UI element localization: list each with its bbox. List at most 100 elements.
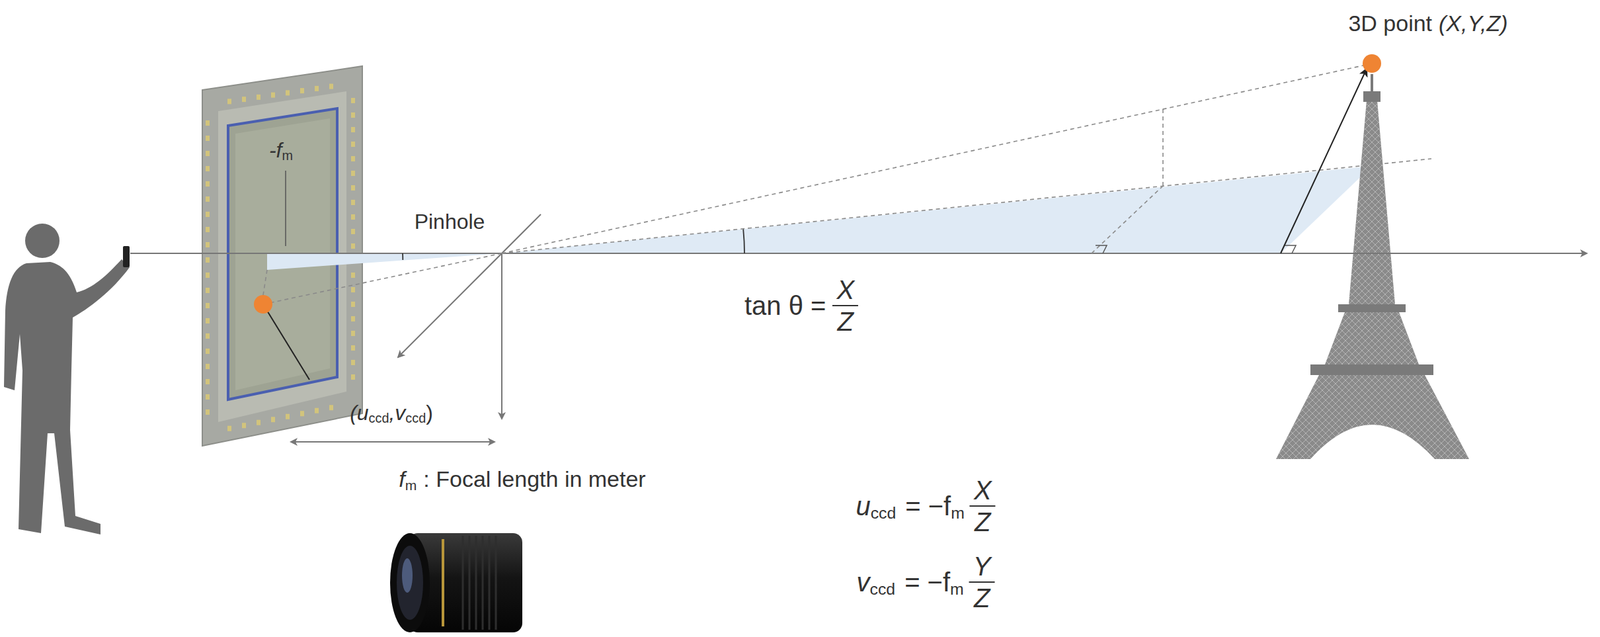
sensor-pin <box>205 302 210 309</box>
label-text: Y <box>969 551 996 583</box>
sensor-pin <box>205 181 210 187</box>
v-equation: vccd= −fmYZ <box>856 551 996 613</box>
label-text: X <box>969 475 996 507</box>
sensor-pin <box>351 374 356 380</box>
sensor-pin <box>329 83 334 90</box>
ray <box>263 269 268 295</box>
plane-edge <box>1091 185 1163 254</box>
sensor-pin <box>205 333 210 339</box>
label-text: ) <box>425 401 434 425</box>
sensor-pin <box>271 92 276 98</box>
right-angle-mark <box>1095 245 1107 254</box>
image-wedge <box>267 253 502 270</box>
label-text: f <box>398 466 405 492</box>
sensor-pin <box>351 185 356 191</box>
plane-edge <box>1162 109 1164 186</box>
sensor-pin <box>329 404 334 410</box>
tower-lattice <box>1324 312 1419 365</box>
sensor-pin <box>205 348 210 354</box>
sensor-pin <box>205 135 210 141</box>
sensor-pin <box>256 419 261 426</box>
label-text: = −f <box>904 567 951 597</box>
sensor-pin <box>351 141 356 147</box>
sensor-pin <box>314 85 319 92</box>
sensor-pin <box>351 97 356 104</box>
art-part <box>468 535 471 630</box>
theta-arc <box>401 253 404 260</box>
subscript: m <box>282 148 294 164</box>
sensor-pin <box>300 87 305 94</box>
sensor-pin <box>351 330 356 336</box>
tan-formula: tan θ =XZ <box>744 275 859 336</box>
sensor-pin <box>271 416 276 422</box>
label-text: Z <box>969 582 994 613</box>
ray <box>263 253 502 305</box>
optical-axis <box>130 252 1587 254</box>
focal-mark: -fm <box>269 138 293 162</box>
sensor-pin <box>351 156 356 162</box>
sensor-pin <box>205 394 210 400</box>
label-text: X <box>832 275 859 307</box>
art-part <box>462 535 465 630</box>
sensor-pin <box>256 94 261 100</box>
lens-front <box>390 532 430 633</box>
tower-platform <box>1338 304 1406 313</box>
label-text: (X,Y,Z) <box>1438 11 1509 36</box>
sensor-pin <box>205 378 210 385</box>
label-text: Pinhole <box>414 210 486 234</box>
sensor-pin <box>351 272 356 278</box>
tower-top <box>1363 91 1381 102</box>
focal-dimension <box>290 440 495 443</box>
subscript: m <box>950 579 964 598</box>
art-part <box>488 535 491 630</box>
sensor-pin <box>351 214 356 220</box>
sensor-pin <box>205 120 210 126</box>
sensor-pin <box>351 228 356 235</box>
lens-ring <box>441 538 445 627</box>
subscript: m <box>405 477 418 493</box>
image-coordinate-label: (uccd,vccd) <box>349 401 434 425</box>
x-axis <box>398 214 541 358</box>
subscript: m <box>950 503 965 522</box>
sensor-pin <box>351 286 356 293</box>
lens-glass <box>396 545 424 620</box>
subscript: ccd <box>870 579 896 598</box>
point-vector <box>1280 68 1367 254</box>
person-silhouette <box>3 223 130 535</box>
sensor-pin <box>285 413 290 420</box>
subscript: ccd <box>870 503 897 522</box>
tower-middle <box>1324 312 1419 365</box>
point-label: 3D point(X,Y,Z) <box>1348 11 1508 36</box>
sensor-pin <box>241 422 246 428</box>
ray <box>501 158 1432 254</box>
label-text: 3D point <box>1348 11 1433 36</box>
sensor-pin <box>285 89 290 96</box>
sensor-pin <box>205 287 210 293</box>
sensor-pin <box>227 425 232 432</box>
focal-leader <box>284 170 287 246</box>
lens-ridges <box>462 535 496 630</box>
theta-arc <box>743 229 745 254</box>
tower-upper <box>1348 100 1396 305</box>
right-angle-mark <box>1284 245 1296 254</box>
person-body <box>3 259 130 535</box>
subscript: ccd <box>405 411 426 426</box>
tower-spire <box>1370 74 1374 92</box>
sensor-pin <box>205 318 210 324</box>
sensor-pin <box>205 272 210 278</box>
camera-lens <box>390 532 523 633</box>
u-equation: uccd= −fmXZ <box>855 475 996 537</box>
sensor-pin <box>351 243 356 249</box>
sensor-pin <box>205 196 210 202</box>
label-text: Z <box>970 506 995 537</box>
sensor-pin <box>205 226 210 233</box>
pinhole-label: Pinhole <box>414 210 486 234</box>
subscript: ccd <box>368 411 390 426</box>
person-head <box>25 223 60 258</box>
y-axis <box>501 253 503 419</box>
image-point-leader <box>263 304 310 380</box>
fraction: XZ <box>832 275 859 336</box>
rays <box>263 65 1432 305</box>
sensor-pin <box>351 126 356 133</box>
